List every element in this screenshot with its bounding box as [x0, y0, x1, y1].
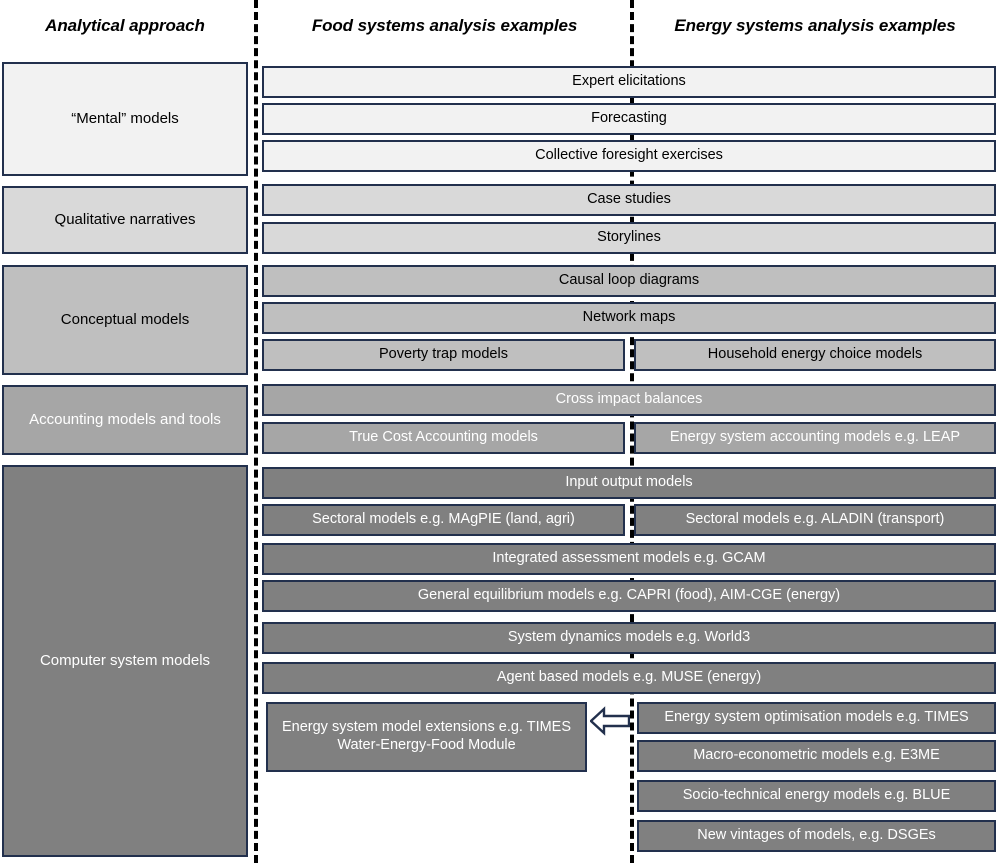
item-label: Household energy choice models: [707, 346, 923, 363]
column-header-analytical-approach: Analytical approach: [45, 16, 205, 35]
category-qualitative-narratives[interactable]: Qualitative narratives: [2, 186, 248, 254]
item-label: Case studies: [587, 191, 671, 208]
category-accounting-models[interactable]: Accounting models and tools: [2, 385, 248, 455]
column-divider-right: [630, 0, 634, 863]
item-household-energy-choice-models[interactable]: Household energy choice models: [634, 339, 996, 371]
category-label: Qualitative narratives: [54, 210, 196, 228]
item-collective-foresight-exercises[interactable]: Collective foresight exercises: [262, 140, 996, 172]
item-forecasting[interactable]: Forecasting: [262, 103, 996, 135]
item-label: Input output models: [565, 474, 693, 491]
item-label: Energy system optimisation models e.g. T…: [664, 709, 969, 726]
item-general-equilibrium-models[interactable]: General equilibrium models e.g. CAPRI (f…: [262, 580, 996, 612]
column-divider-left: [254, 0, 258, 863]
item-label: Energy system model extensions e.g. TIME…: [281, 719, 572, 753]
item-label: Energy system accounting models e.g. LEA…: [669, 429, 961, 446]
item-case-studies[interactable]: Case studies: [262, 184, 996, 216]
item-causal-loop-diagrams[interactable]: Causal loop diagrams: [262, 265, 996, 297]
category-label: Conceptual models: [60, 310, 190, 328]
item-label: True Cost Accounting models: [349, 429, 538, 446]
category-label: “Mental” models: [71, 109, 179, 127]
item-label: Network maps: [582, 309, 676, 326]
column-header-energy-systems: Energy systems analysis examples: [674, 16, 956, 35]
left-arrow-icon: [589, 706, 631, 736]
item-label: Cross impact balances: [555, 391, 703, 408]
item-label: General equilibrium models e.g. CAPRI (f…: [417, 587, 841, 604]
item-system-dynamics-models[interactable]: System dynamics models e.g. World3: [262, 622, 996, 654]
category-label: Computer system models: [39, 651, 211, 669]
item-storylines[interactable]: Storylines: [262, 222, 996, 254]
item-label: Socio-technical energy models e.g. BLUE: [682, 787, 951, 804]
item-label: Expert elicitations: [572, 73, 686, 90]
item-sectoral-models-aladin[interactable]: Sectoral models e.g. ALADIN (transport): [634, 504, 996, 536]
item-label: Forecasting: [591, 110, 667, 127]
item-energy-system-accounting-models[interactable]: Energy system accounting models e.g. LEA…: [634, 422, 996, 454]
category-mental-models[interactable]: “Mental” models: [2, 62, 248, 176]
item-label: Sectoral models e.g. MAgPIE (land, agri): [312, 511, 575, 528]
item-true-cost-accounting-models[interactable]: True Cost Accounting models: [262, 422, 625, 454]
item-integrated-assessment-models[interactable]: Integrated assessment models e.g. GCAM: [262, 543, 996, 575]
item-expert-elicitations[interactable]: Expert elicitations: [262, 66, 996, 98]
item-label: Storylines: [597, 229, 661, 246]
item-label: Agent based models e.g. MUSE (energy): [496, 669, 762, 686]
item-label: Poverty trap models: [379, 346, 508, 363]
item-input-output-models[interactable]: Input output models: [262, 467, 996, 499]
item-socio-technical-energy-models[interactable]: Socio-technical energy models e.g. BLUE: [637, 780, 996, 812]
item-network-maps[interactable]: Network maps: [262, 302, 996, 334]
item-label: Collective foresight exercises: [535, 147, 723, 164]
item-macro-econometric-models[interactable]: Macro-econometric models e.g. E3ME: [637, 740, 996, 772]
item-label: Causal loop diagrams: [558, 272, 700, 289]
column-header-food-systems: Food systems analysis examples: [311, 16, 578, 35]
item-energy-system-optimisation-models[interactable]: Energy system optimisation models e.g. T…: [637, 702, 996, 734]
item-label: New vintages of models, e.g. DSGEs: [697, 827, 936, 844]
item-label: System dynamics models e.g. World3: [507, 629, 751, 646]
category-computer-system-models[interactable]: Computer system models: [2, 465, 248, 857]
item-cross-impact-balances[interactable]: Cross impact balances: [262, 384, 996, 416]
category-label: Accounting models and tools: [29, 410, 221, 428]
item-label: Macro-econometric models e.g. E3ME: [693, 747, 940, 764]
item-sectoral-models-magpie[interactable]: Sectoral models e.g. MAgPIE (land, agri): [262, 504, 625, 536]
item-agent-based-models[interactable]: Agent based models e.g. MUSE (energy): [262, 662, 996, 694]
item-poverty-trap-models[interactable]: Poverty trap models: [262, 339, 625, 371]
item-label: Sectoral models e.g. ALADIN (transport): [685, 511, 945, 528]
item-label: Integrated assessment models e.g. GCAM: [492, 550, 766, 567]
item-energy-system-model-extensions[interactable]: Energy system model extensions e.g. TIME…: [266, 702, 587, 772]
item-new-vintages-of-models[interactable]: New vintages of models, e.g. DSGEs: [637, 820, 996, 852]
category-conceptual-models[interactable]: Conceptual models: [2, 265, 248, 375]
